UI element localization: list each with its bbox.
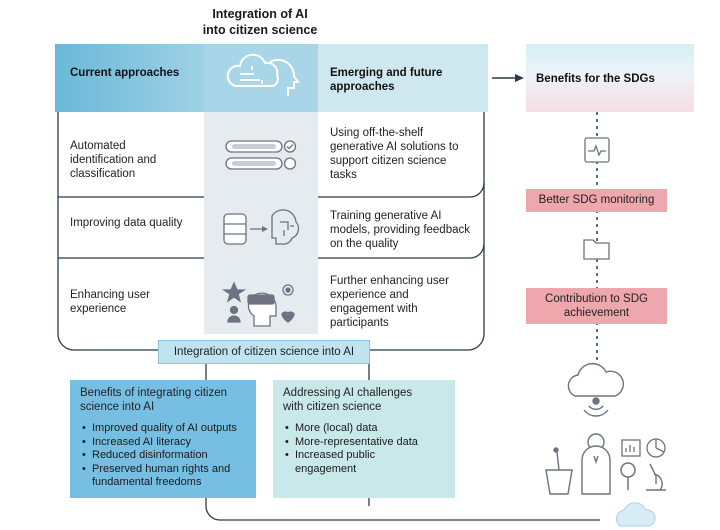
database-brain-icon [223, 209, 300, 245]
small-cloud-icon [616, 502, 656, 527]
list-item: Preserved human rights and fundamental f… [82, 463, 242, 490]
cloud-head-icon [226, 53, 300, 96]
challenges-list: More (local) data More-representative da… [283, 422, 455, 476]
monitor-pulse-icon [584, 137, 610, 163]
emerging-approaches-band [318, 44, 488, 112]
sdg-benefits-box [526, 44, 694, 112]
center-band [204, 44, 318, 112]
row-1-emerging: Using off-the-shelf generative AI soluti… [330, 127, 459, 181]
sdg-title: Benefits for the SDGs [536, 73, 655, 85]
folder-icon [583, 239, 610, 260]
integration-bar: Integration of citizen science into AI [158, 340, 370, 364]
list-item: Increased public engagement [285, 449, 405, 476]
pie-chart-icon [646, 438, 666, 458]
current-approaches-label: Current approaches [70, 67, 180, 79]
sdg-monitoring-box: Better SDG monitoring [526, 189, 667, 212]
row-3-emerging: Further enhancing user experience and en… [330, 275, 449, 329]
bar-chart-icon [621, 439, 641, 457]
presenter-icon [545, 433, 611, 495]
row-2-current: Improving data quality [70, 217, 183, 229]
toggle-list-icon [225, 140, 297, 170]
benefits-title: Benefits of integrating citizen science … [80, 387, 228, 413]
list-item: More (local) data [285, 422, 455, 436]
row-2-emerging: Training generative AI models, providing… [330, 210, 470, 250]
list-item: Improved quality of AI outputs [82, 422, 256, 436]
sdg-achievement-box: Contribution to SDG achievement [526, 288, 667, 324]
challenges-title: Addressing AI challenges with citizen sc… [283, 387, 413, 413]
row-3-current: Enhancing user experience [70, 289, 150, 315]
diagram-title: Integration of AI into citizen science [202, 7, 318, 37]
vr-user-icon [221, 281, 295, 327]
benefits-list: Improved quality of AI outputs Increased… [80, 422, 256, 490]
current-approaches-band [55, 44, 205, 112]
row-1-current: Automated identification and classificat… [70, 140, 157, 180]
list-item: Increased AI literacy [82, 436, 256, 450]
challenges-box: Addressing AI challenges with citizen sc… [273, 380, 455, 498]
arrow-to-sdg-icon [492, 74, 524, 82]
list-item: More-representative data [285, 436, 455, 450]
list-item: Reduced disinformation [82, 449, 256, 463]
cloud-signal-icon [567, 363, 624, 417]
emerging-approaches-label: Emerging and future approaches [330, 67, 443, 93]
magnifier-icon [620, 462, 636, 490]
microscope-icon [646, 463, 666, 491]
benefits-box: Benefits of integrating citizen science … [70, 380, 256, 498]
